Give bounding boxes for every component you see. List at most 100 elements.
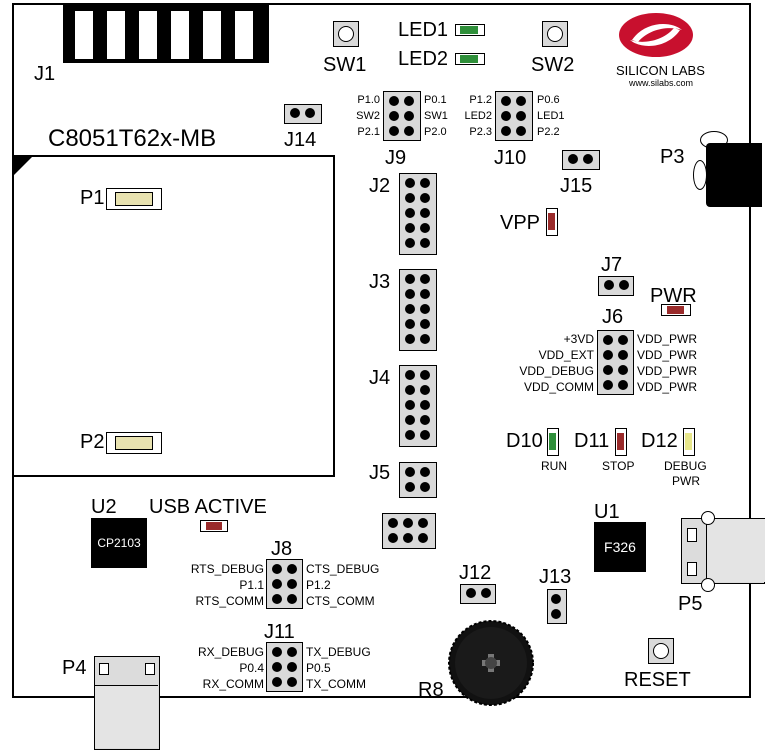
- j8-left-label-2: P1.1: [239, 578, 264, 592]
- led2-indicator: [455, 53, 485, 65]
- j11-header: [266, 642, 303, 692]
- j8-header: [266, 559, 303, 609]
- j2-header: [399, 173, 437, 255]
- usb-active-label: USB ACTIVE: [149, 496, 267, 518]
- j8-left-label-1: RTS_DEBUG: [190, 562, 264, 576]
- j10-right-label-1: P0.6: [537, 94, 560, 106]
- u2-label: U2: [91, 496, 117, 518]
- usb-active-indicator: [200, 520, 228, 532]
- j2-label: J2: [369, 175, 391, 197]
- u1-chip: F326: [594, 522, 646, 572]
- j6-right-label-3: VDD_PWR: [637, 364, 698, 378]
- j7-header: [598, 276, 634, 296]
- j12-label: J12: [459, 562, 492, 584]
- u1-label: U1: [594, 501, 620, 523]
- j6-header: [597, 330, 634, 395]
- d11-label: D11: [574, 430, 610, 452]
- r8-potentiometer-icon[interactable]: [448, 620, 534, 706]
- j8-right-label-1: CTS_DEBUG: [306, 562, 380, 576]
- j11-right-label-2: P0.5: [306, 661, 331, 675]
- j8-left-label-3: RTS_COMM: [195, 594, 264, 608]
- logo-brand-text: SILICON LABS: [616, 63, 705, 78]
- j9-label: J9: [385, 147, 407, 169]
- pin1-corner-marker: [12, 155, 34, 177]
- j6-label: J6: [602, 306, 624, 328]
- j11-right-label-1: TX_DEBUG: [306, 645, 371, 659]
- p2-label: P2: [80, 431, 105, 453]
- sw1-label: SW1: [323, 54, 367, 76]
- led1-label: LED1: [398, 19, 449, 41]
- reset-button[interactable]: [648, 638, 674, 664]
- j6-right-label-4: VDD_PWR: [637, 380, 698, 394]
- d12-indicator: [683, 428, 695, 456]
- j9-left-label-1: P1.0: [357, 94, 380, 106]
- j6-left-label-2: VDD_EXT: [538, 348, 594, 362]
- sw2-label: SW2: [531, 54, 575, 76]
- j6-left-label-4: VDD_COMM: [523, 380, 594, 394]
- j8-right-label-3: CTS_COMM: [306, 594, 375, 608]
- board-name: C8051T62x-MB: [48, 125, 217, 152]
- j15-header: [562, 150, 600, 170]
- p1-connector: [106, 188, 162, 210]
- d12-label: D12: [641, 430, 678, 452]
- j1-connector: [63, 5, 269, 63]
- j10-left-label-3: P2.3: [469, 126, 492, 138]
- sw2-button[interactable]: [542, 21, 568, 47]
- p2-connector: [106, 432, 162, 454]
- j9-right-label-1: P0.1: [424, 94, 447, 106]
- j10-left-label-1: P1.2: [469, 94, 492, 106]
- j14-header: [284, 104, 322, 124]
- p3-jack-body: [706, 143, 762, 207]
- j6-left-label-1: +3VD: [563, 332, 594, 346]
- vpp-indicator: [546, 208, 558, 236]
- unlabeled-header-2x3: [382, 513, 436, 549]
- j11-label: J11: [264, 621, 295, 643]
- j4-label: J4: [369, 367, 391, 389]
- sw1-button[interactable]: [333, 21, 359, 47]
- j15-label: J15: [560, 175, 593, 197]
- target-board-area: [12, 155, 335, 477]
- pwr-label: PWR: [650, 285, 697, 307]
- d10-label: D10: [506, 430, 543, 452]
- led1-indicator: [455, 24, 485, 36]
- d10-indicator: [547, 428, 559, 456]
- j3-header: [399, 269, 437, 351]
- p1-label: P1: [80, 187, 105, 209]
- j3-label: J3: [369, 271, 391, 293]
- j8-label: J8: [271, 538, 293, 560]
- j6-right-label-2: VDD_PWR: [637, 348, 698, 362]
- j9-left-label-3: P2.1: [357, 126, 380, 138]
- j9-header: [383, 91, 421, 141]
- j10-label: J10: [494, 147, 527, 169]
- j11-left-label-1: RX_DEBUG: [197, 645, 264, 659]
- j9-right-label-2: SW1: [424, 110, 448, 122]
- j10-header: [495, 91, 533, 141]
- p3-label: P3: [660, 146, 685, 168]
- j7-label: J7: [601, 254, 623, 276]
- p5-label: P5: [678, 593, 703, 615]
- d11-caption: STOP: [602, 459, 635, 473]
- u2-chip: CP2103: [91, 518, 147, 568]
- j13-label: J13: [539, 566, 572, 588]
- j9-left-label-2: SW2: [356, 110, 380, 122]
- j10-right-label-2: LED1: [537, 110, 565, 122]
- j1-label: J1: [34, 63, 56, 85]
- j9-right-label-3: P2.0: [424, 126, 447, 138]
- d12-caption-pwr: PWR: [672, 474, 700, 488]
- j13-header: [547, 589, 567, 624]
- logo-url-text: www.silabs.com: [629, 78, 694, 88]
- reset-label: RESET: [624, 669, 691, 691]
- j6-right-label-1: VDD_PWR: [637, 332, 698, 346]
- d10-caption: RUN: [541, 459, 567, 473]
- r8-label: R8: [418, 679, 444, 701]
- p4-label: P4: [62, 657, 87, 679]
- p4-connector: [94, 656, 160, 750]
- j10-left-label-2: LED2: [464, 110, 492, 122]
- silicon-labs-logo-icon: [619, 13, 693, 57]
- j4-header: [399, 365, 437, 447]
- j11-left-label-3: RX_COMM: [202, 677, 264, 691]
- j8-right-label-2: P1.2: [306, 578, 331, 592]
- d12-caption-debug: DEBUG: [664, 459, 707, 473]
- j6-left-label-3: VDD_DEBUG: [519, 364, 594, 378]
- led2-label: LED2: [398, 48, 449, 70]
